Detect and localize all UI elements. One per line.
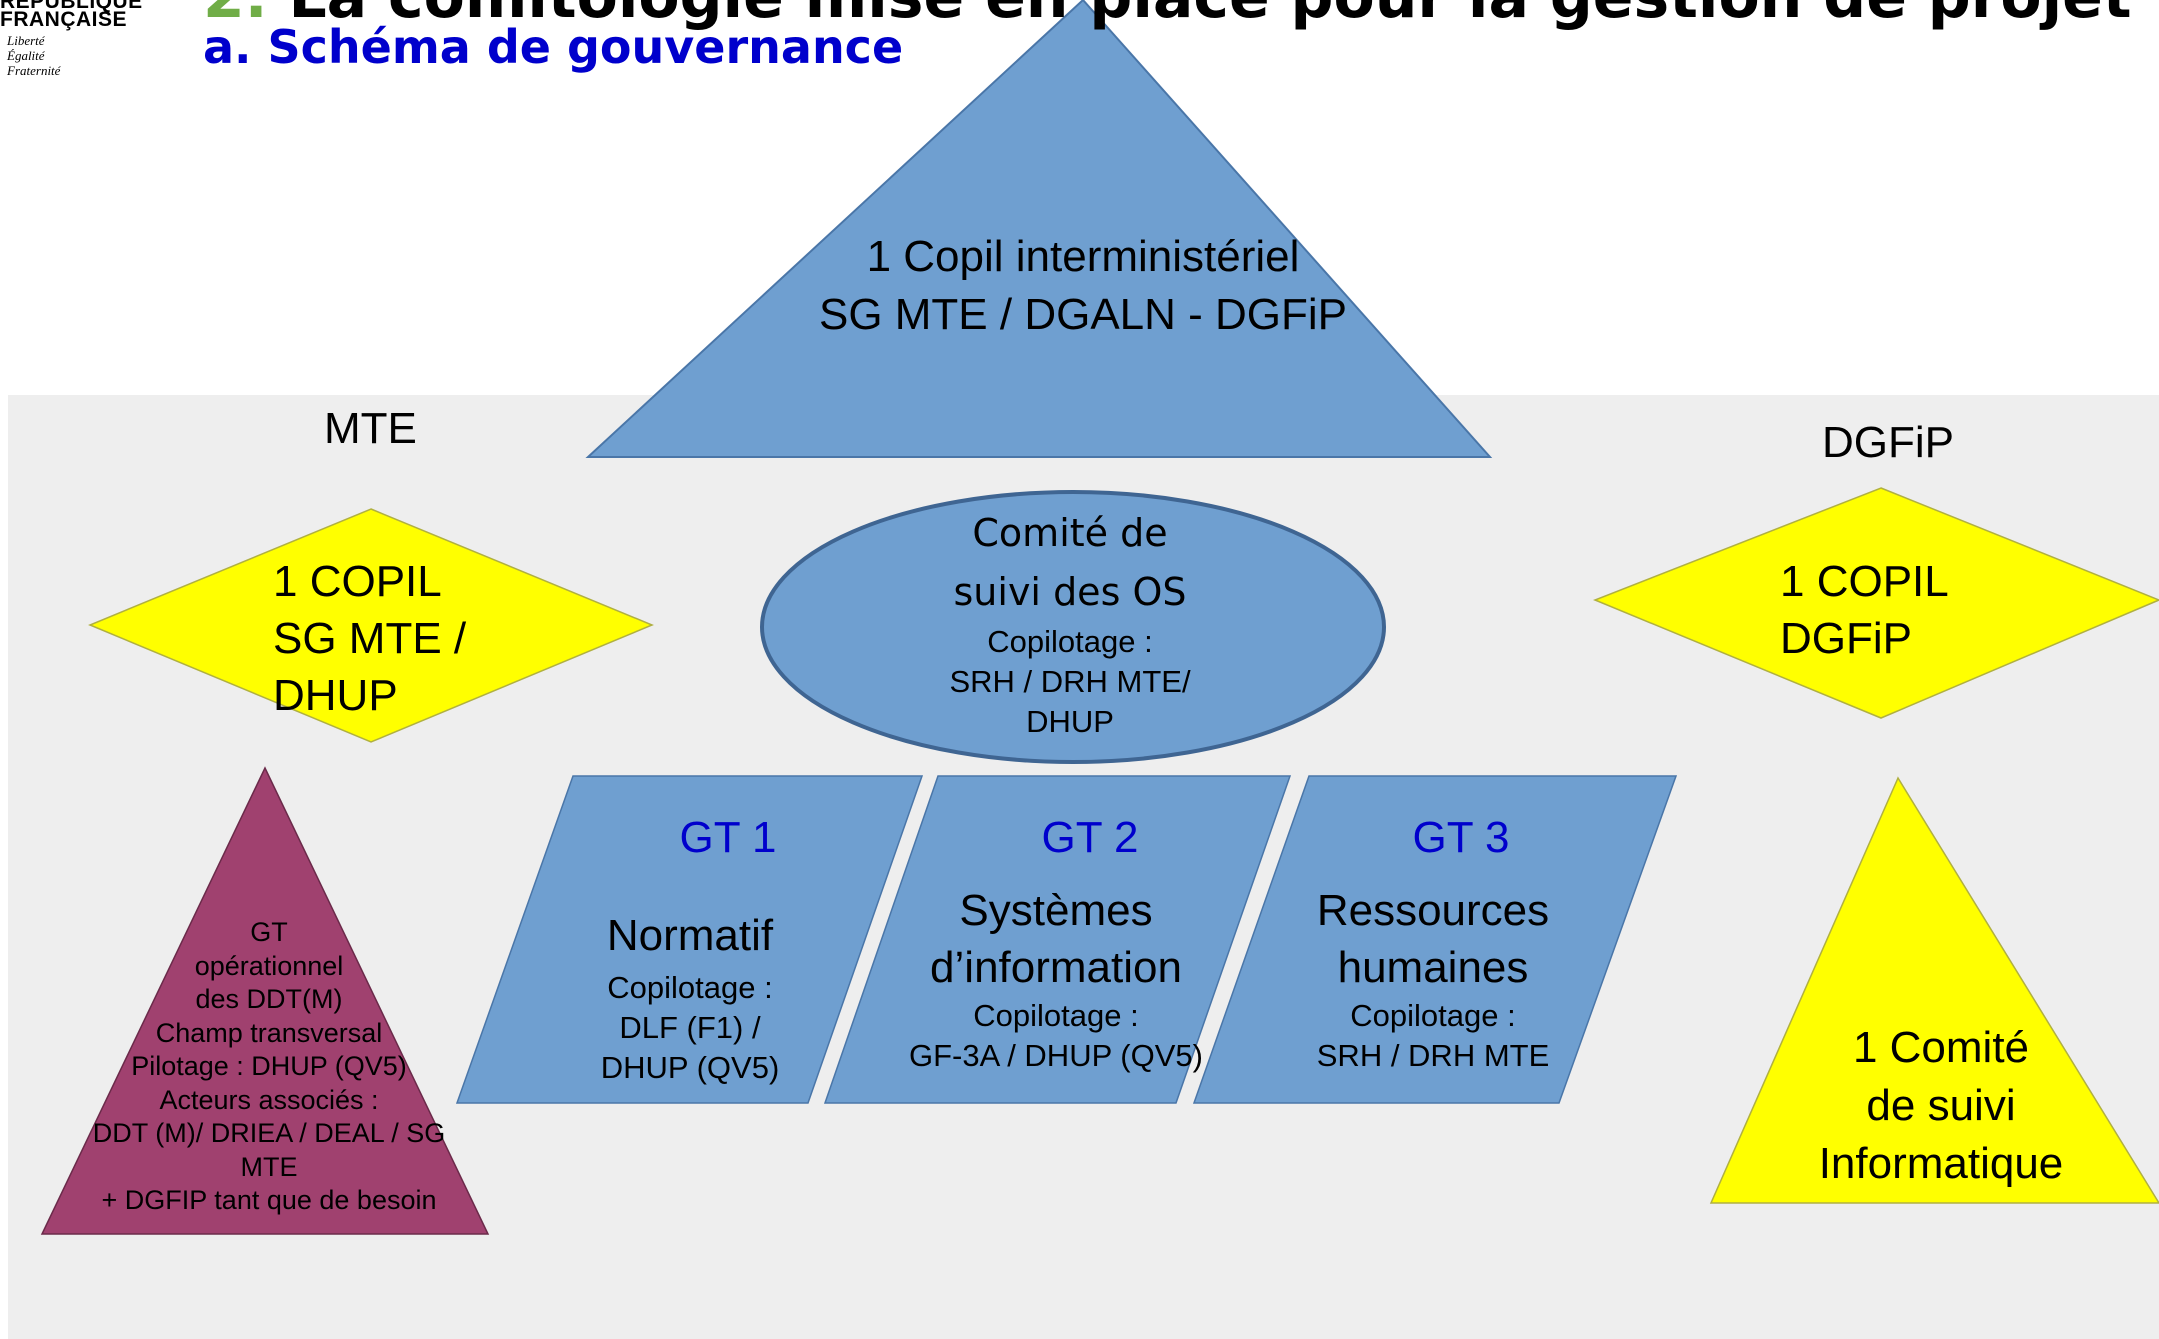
gt1-detail-2: DLF (F1) / xyxy=(619,1010,761,1045)
page-title: 2. La comitologie mise en place pour la … xyxy=(203,0,2132,32)
gt2-title: GT 2 xyxy=(1041,813,1139,862)
comite-suivi-os-ellipse xyxy=(760,490,1386,764)
gt-op-line-7: DDT (M)/ DRIEA / DEAL / SG xyxy=(92,1118,446,1148)
comite-os-detail-2: SRH / DRH MTE/ xyxy=(949,664,1191,699)
gt3-detail-1: Copilotage : xyxy=(1350,998,1516,1033)
motto-egalite: Égalité xyxy=(7,48,45,63)
copil-mte-diamond xyxy=(88,508,654,743)
comite-info-line-1: 1 Comité xyxy=(1852,1023,2030,1072)
copil-dgfip-diamond xyxy=(1592,487,2159,719)
comite-info-line-2: de suivi xyxy=(1866,1081,2016,1130)
gt1-title: GT 1 xyxy=(679,813,777,862)
gt-op-line-1: GT xyxy=(250,917,288,947)
comite-suivi-os-label: Comité de suivi des OS Copilotage : SRH … xyxy=(860,504,1280,742)
gt2-name-2: d’information xyxy=(930,943,1182,992)
copil-mte-line-1: 1 COPIL xyxy=(273,557,442,606)
logo-francaise-text: FRANÇAISE xyxy=(0,8,128,31)
copil-interministeriel-triangle xyxy=(585,0,1493,458)
dgfip-label: DGFiP xyxy=(1822,418,1954,467)
comite-suivi-informatique-triangle xyxy=(1709,776,2159,1204)
logo-motto: Liberté Égalité Fraternité xyxy=(7,33,60,78)
gt3-name-2: humaines xyxy=(1337,943,1529,992)
gt-op-line-9: + DGFIP tant que de besoin xyxy=(101,1185,437,1215)
comite-os-detail-1: Copilotage : xyxy=(987,624,1153,659)
comite-info-line-3: Informatique xyxy=(1818,1139,2064,1188)
mte-label: MTE xyxy=(324,404,417,453)
gt1-detail-3: DHUP (QV5) xyxy=(600,1050,780,1085)
gt-op-line-3: des DDT(M) xyxy=(195,984,343,1014)
motto-liberte: Liberté xyxy=(7,33,45,48)
copil-inter-line-2: SG MTE / DGALN - DGFiP xyxy=(818,290,1348,339)
copil-dgfip-label: 1 COPIL DGFiP xyxy=(1780,553,1949,667)
logo-republique-text: RÉPUBLIQUE xyxy=(0,0,143,13)
comite-os-detail-3: DHUP xyxy=(1026,704,1114,739)
copil-mte-line-3: DHUP xyxy=(273,671,398,720)
copil-inter-line-1: 1 Copil interministériel xyxy=(866,232,1300,281)
gt2-parallelogram xyxy=(823,775,1292,1104)
gt2-detail-1: Copilotage : xyxy=(973,998,1139,1033)
gt2-body: Systèmes d’information Copilotage : GF-3… xyxy=(856,882,1256,1076)
gt2-name-1: Systèmes xyxy=(959,886,1153,935)
gt-op-line-4: Champ transversal xyxy=(155,1017,383,1048)
comite-os-title-2: suivi des OS xyxy=(953,570,1187,614)
gt-op-line-2: opérationnel xyxy=(194,950,344,981)
gt3-parallelogram xyxy=(1192,775,1678,1104)
gt-operationnel-label: GT opérationnel des DDT(M) Champ transve… xyxy=(69,916,469,1218)
copil-dgfip-line-2: DGFiP xyxy=(1780,614,1912,663)
gt3-body: Ressources humaines Copilotage : SRH / D… xyxy=(1233,882,1633,1076)
gt1-detail-1: Copilotage : xyxy=(607,970,773,1005)
title-text: La comitologie mise en place pour la ges… xyxy=(288,0,2131,32)
gt-op-line-8: MTE xyxy=(240,1151,298,1182)
gt-op-line-6: Acteurs associés : xyxy=(159,1084,379,1115)
copil-interministeriel-label: 1 Copil interministériel SG MTE / DGALN … xyxy=(783,228,1383,344)
copil-mte-line-2: SG MTE / xyxy=(273,614,467,663)
comite-os-title-1: Comité de xyxy=(972,511,1168,555)
copil-dgfip-line-1: 1 COPIL xyxy=(1780,557,1949,606)
gt-operationnel-triangle xyxy=(40,766,490,1235)
gt1-parallelogram xyxy=(455,775,924,1104)
gt3-name-1: Ressources xyxy=(1316,886,1550,935)
copil-mte-label: 1 COPIL SG MTE / DHUP xyxy=(273,553,466,724)
motto-fraternite: Fraternité xyxy=(7,63,61,78)
gt3-detail-2: SRH / DRH MTE xyxy=(1316,1038,1550,1073)
gt-op-line-5: Pilotage : DHUP (QV5) xyxy=(131,1051,407,1081)
gt3-title: GT 3 xyxy=(1412,813,1510,862)
title-number: 2. xyxy=(203,0,268,32)
gt1-body: Normatif Copilotage : DLF (F1) / DHUP (Q… xyxy=(540,904,840,1088)
page-subtitle: a. Schéma de gouvernance xyxy=(203,20,904,74)
gt1-name: Normatif xyxy=(606,911,774,960)
gt2-detail-2: GF-3A / DHUP (QV5) xyxy=(909,1038,1203,1073)
comite-suivi-informatique-label: 1 Comité de suivi Informatique xyxy=(1791,1019,2091,1193)
